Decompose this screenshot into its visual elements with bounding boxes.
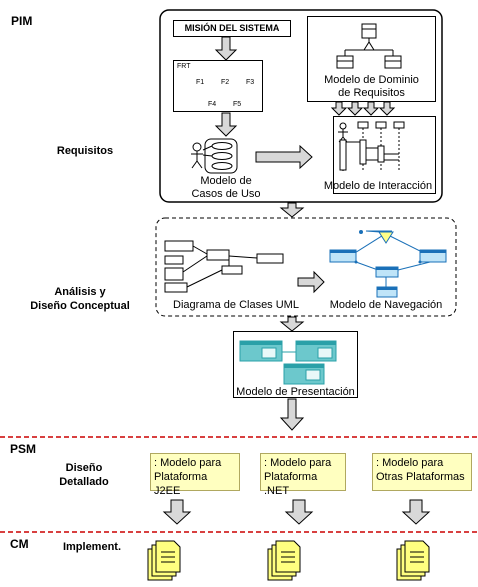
frt-f4: F4 xyxy=(208,101,217,108)
arrow-frt-casos xyxy=(214,112,238,137)
phase-diseno-line1: Diseño xyxy=(65,462,103,474)
arrow-casos-interaccion xyxy=(255,144,313,170)
psm-otras-note: : Modelo para Otras Plataformas xyxy=(372,453,472,491)
modelo-presentacion-label: Modelo de Presentación xyxy=(236,386,355,398)
interaction-diagram-icon xyxy=(338,121,405,172)
frt-f2: F2 xyxy=(221,79,230,86)
arrows-dominio-interaccion xyxy=(330,101,396,116)
casos-uso-line2: Casos de Uso xyxy=(191,188,261,200)
modelo-dominio-box: Modelo de Dominio de Requisitos xyxy=(307,16,436,102)
casos-uso-label: Modelo de Casos de Uso xyxy=(176,175,276,201)
mision-sistema-box: MISIÓN DEL SISTEMA xyxy=(173,20,291,37)
document-stack-icon-1 xyxy=(147,540,181,581)
document-stack-icon-3 xyxy=(396,540,430,581)
psm-otras-line2: Otras Plataformas xyxy=(376,471,465,483)
frt-label: FRT xyxy=(177,63,191,70)
analisis-container xyxy=(155,217,457,317)
modelo-interaccion-box xyxy=(333,116,436,194)
psm-j2ee-note: : Modelo para Plataforma J2EE xyxy=(150,453,240,497)
arrows-psm-cm xyxy=(162,499,431,525)
frt-f1: F1 xyxy=(196,79,205,86)
modelo-navegacion-label: Modelo de Navegación xyxy=(329,299,443,311)
phase-implement-label: Implement. xyxy=(62,541,122,553)
psm-otras-line1: : Modelo para xyxy=(376,457,444,469)
modelo-dominio-line2: de Requisitos xyxy=(338,87,405,99)
frt-box: FRT F1 F2 F3 F4 F5 xyxy=(173,60,263,112)
casos-uso-line1: Modelo de xyxy=(200,175,252,187)
psm-net-line1: : Modelo para xyxy=(264,457,332,469)
level-psm-label: PSM xyxy=(10,442,37,456)
document-stack-icon-2 xyxy=(267,540,301,581)
phase-diseno-label: Diseño Detallado xyxy=(44,461,124,489)
diagrama-clases-label: Diagrama de Clases UML xyxy=(173,299,299,311)
arrow-analisis-presentacion xyxy=(279,316,305,332)
modelo-interaccion-label: Modelo de Interacción xyxy=(323,180,433,192)
modelo-dominio-line1: Modelo de Dominio xyxy=(324,74,419,86)
domain-class-icon xyxy=(336,23,402,69)
level-pim-label: PIM xyxy=(11,14,33,28)
use-case-icon xyxy=(191,138,238,174)
arrow-presentacion-psm xyxy=(279,398,305,431)
arrow-mision-frt xyxy=(214,36,238,61)
navigation-model-icon xyxy=(329,230,447,298)
presentation-model-icon xyxy=(239,340,337,385)
frt-f3: F3 xyxy=(246,79,255,86)
requisitos-container xyxy=(159,9,443,203)
psm-net-note: : Modelo para Plataforma .NET xyxy=(260,453,346,497)
phase-analisis-line1: Análisis y xyxy=(54,286,106,298)
psm-net-line2: Plataforma .NET xyxy=(264,471,318,497)
psm-j2ee-line2: Plataforma J2EE xyxy=(154,471,208,497)
arrow-clases-navegacion xyxy=(297,270,325,294)
phase-diseno-line2: Detallado xyxy=(59,476,109,488)
phase-analisis-line2: Diseño Conceptual xyxy=(30,300,130,312)
frt-f5: F5 xyxy=(233,101,242,108)
psm-j2ee-line1: : Modelo para xyxy=(154,457,222,469)
phase-analisis-label: Análisis y Diseño Conceptual xyxy=(10,285,150,313)
modelo-presentacion-box xyxy=(233,331,358,398)
uml-class-diagram-icon xyxy=(164,240,284,293)
level-cm-label: CM xyxy=(10,537,29,551)
arrow-requisitos-analisis xyxy=(279,202,305,218)
phase-requisitos-label: Requisitos xyxy=(56,145,114,157)
